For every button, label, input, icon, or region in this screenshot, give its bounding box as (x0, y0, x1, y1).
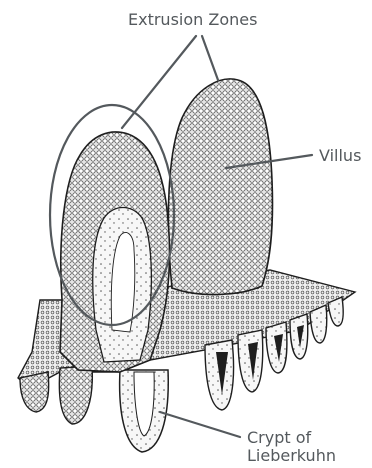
label-crypt-of-lieberkuhn: Crypt of Lieberkuhn (247, 429, 336, 465)
label-villus: Villus (319, 147, 361, 165)
villus-right (168, 79, 272, 295)
label-crypt-line2: Lieberkuhn (247, 447, 336, 465)
crypt-left-2 (59, 366, 92, 424)
label-extrusion-zones: Extrusion Zones (128, 11, 257, 29)
label-crypt-line1: Crypt of (247, 429, 336, 447)
leader-crypt (160, 412, 240, 437)
crypt-left-3 (20, 372, 49, 412)
leader-extrusion-right (202, 36, 218, 80)
